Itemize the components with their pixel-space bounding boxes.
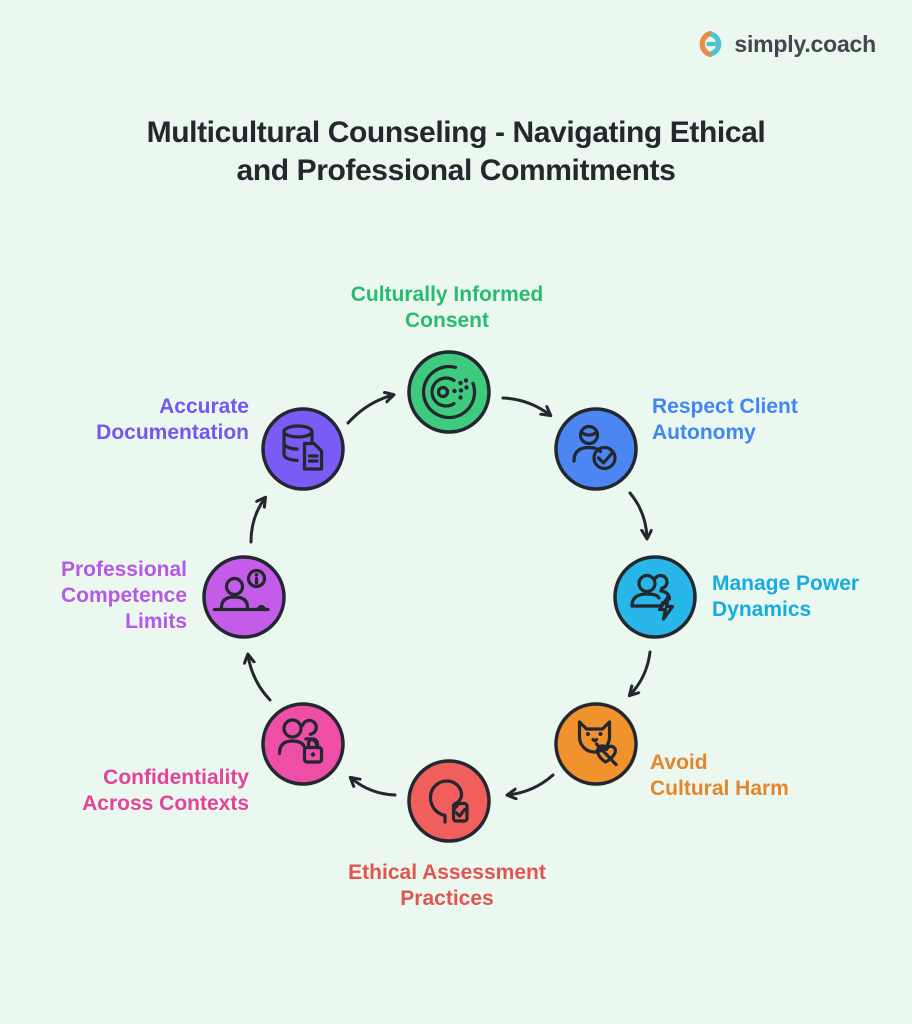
people-lock-icon (261, 702, 345, 786)
arrow-consent-to-autonomy (501, 396, 550, 415)
node-label-manage-power-dynamics: Manage Power Dynamics (712, 572, 860, 621)
node-label-respect-client-autonomy: Respect Client Autonomy (652, 395, 798, 444)
logo-text: simply.coach (734, 30, 876, 57)
node-culturally-informed-consent (406, 349, 492, 435)
arrow-documentation-to-consent (346, 395, 393, 425)
arrow-competence-to-documentation (249, 498, 265, 544)
node-professional-competence-limits (201, 554, 287, 640)
person-info-icon (202, 555, 286, 639)
node-label-ethical-assessment-practices: Ethical Assessment Practices (348, 861, 546, 910)
node-ethical-assessment-practices (406, 758, 492, 844)
simply-coach-logo: simply.coach (697, 30, 876, 58)
simply-coach-logo-icon (700, 30, 722, 58)
node-accurate-documentation (260, 406, 346, 492)
node-confidentiality-across-contexts (260, 701, 346, 787)
head-assessment-icon (407, 759, 491, 843)
person-check-icon (554, 407, 638, 491)
node-avoid-cultural-harm (553, 701, 639, 787)
page-title: Multicultural Counseling - Navigating Et… (146, 116, 766, 188)
arrow-assessment-to-confidentiality (351, 778, 397, 797)
arrow-autonomy-to-power (628, 491, 647, 538)
arrow-confidentiality-to-competence (248, 655, 272, 702)
node-label-confidentiality-across-contexts: Confidentiality Across Contexts (82, 766, 249, 815)
node-label-culturally-informed-consent: Culturally Informed Consent (350, 283, 544, 332)
people-lightning-icon (613, 555, 697, 639)
node-label-avoid-cultural-harm: Avoid Cultural Harm (650, 751, 789, 800)
node-respect-client-autonomy (553, 406, 639, 492)
node-label-accurate-documentation: Accurate Documentation (96, 395, 249, 444)
arrow-power-to-harm (630, 650, 652, 695)
arrow-harm-to-assessment (508, 773, 555, 795)
consent-target-icon (407, 350, 491, 434)
node-label-professional-competence-limits: Professional Competence Limits (60, 558, 187, 633)
node-manage-power-dynamics (612, 554, 698, 640)
cat-heart-slash-icon (554, 702, 638, 786)
database-document-icon (261, 407, 345, 491)
